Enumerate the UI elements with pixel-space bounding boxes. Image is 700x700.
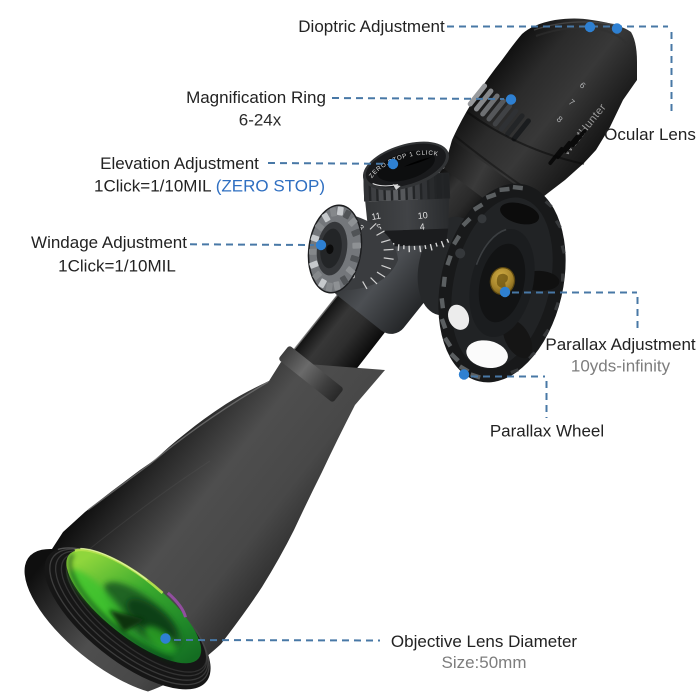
svg-text:Size:50mm: Size:50mm [441, 653, 526, 672]
svg-text:Magnification Ring: Magnification Ring [186, 88, 326, 107]
svg-text:7: 7 [567, 97, 577, 108]
svg-text:Windage Adjustment: Windage Adjustment [31, 233, 187, 252]
svg-text:10yds-infinity: 10yds-infinity [571, 357, 671, 376]
svg-text:Ocular Lens: Ocular Lens [604, 125, 696, 144]
svg-text:Parallax Wheel: Parallax Wheel [490, 422, 604, 441]
svg-text:10: 10 [417, 210, 428, 221]
svg-text:1Click=1/10MIL (ZERO STOP): 1Click=1/10MIL (ZERO STOP) [94, 177, 325, 196]
svg-text:4: 4 [419, 222, 425, 232]
svg-text:Elevation Adjustment: Elevation Adjustment [100, 154, 259, 173]
svg-text:11: 11 [371, 210, 382, 221]
svg-text:8: 8 [555, 114, 565, 125]
svg-text:Objective Lens Diameter: Objective Lens Diameter [391, 632, 577, 651]
svg-text:Dioptric Adjustment: Dioptric Adjustment [298, 17, 445, 36]
svg-text:5: 5 [376, 222, 383, 233]
svg-text:3: 3 [356, 223, 367, 233]
svg-text:6-24x: 6-24x [239, 111, 282, 130]
svg-text:Parallax Adjustment: Parallax Adjustment [545, 335, 696, 354]
svg-text:1Click=1/10MIL: 1Click=1/10MIL [58, 257, 176, 276]
svg-text:6: 6 [578, 80, 588, 91]
